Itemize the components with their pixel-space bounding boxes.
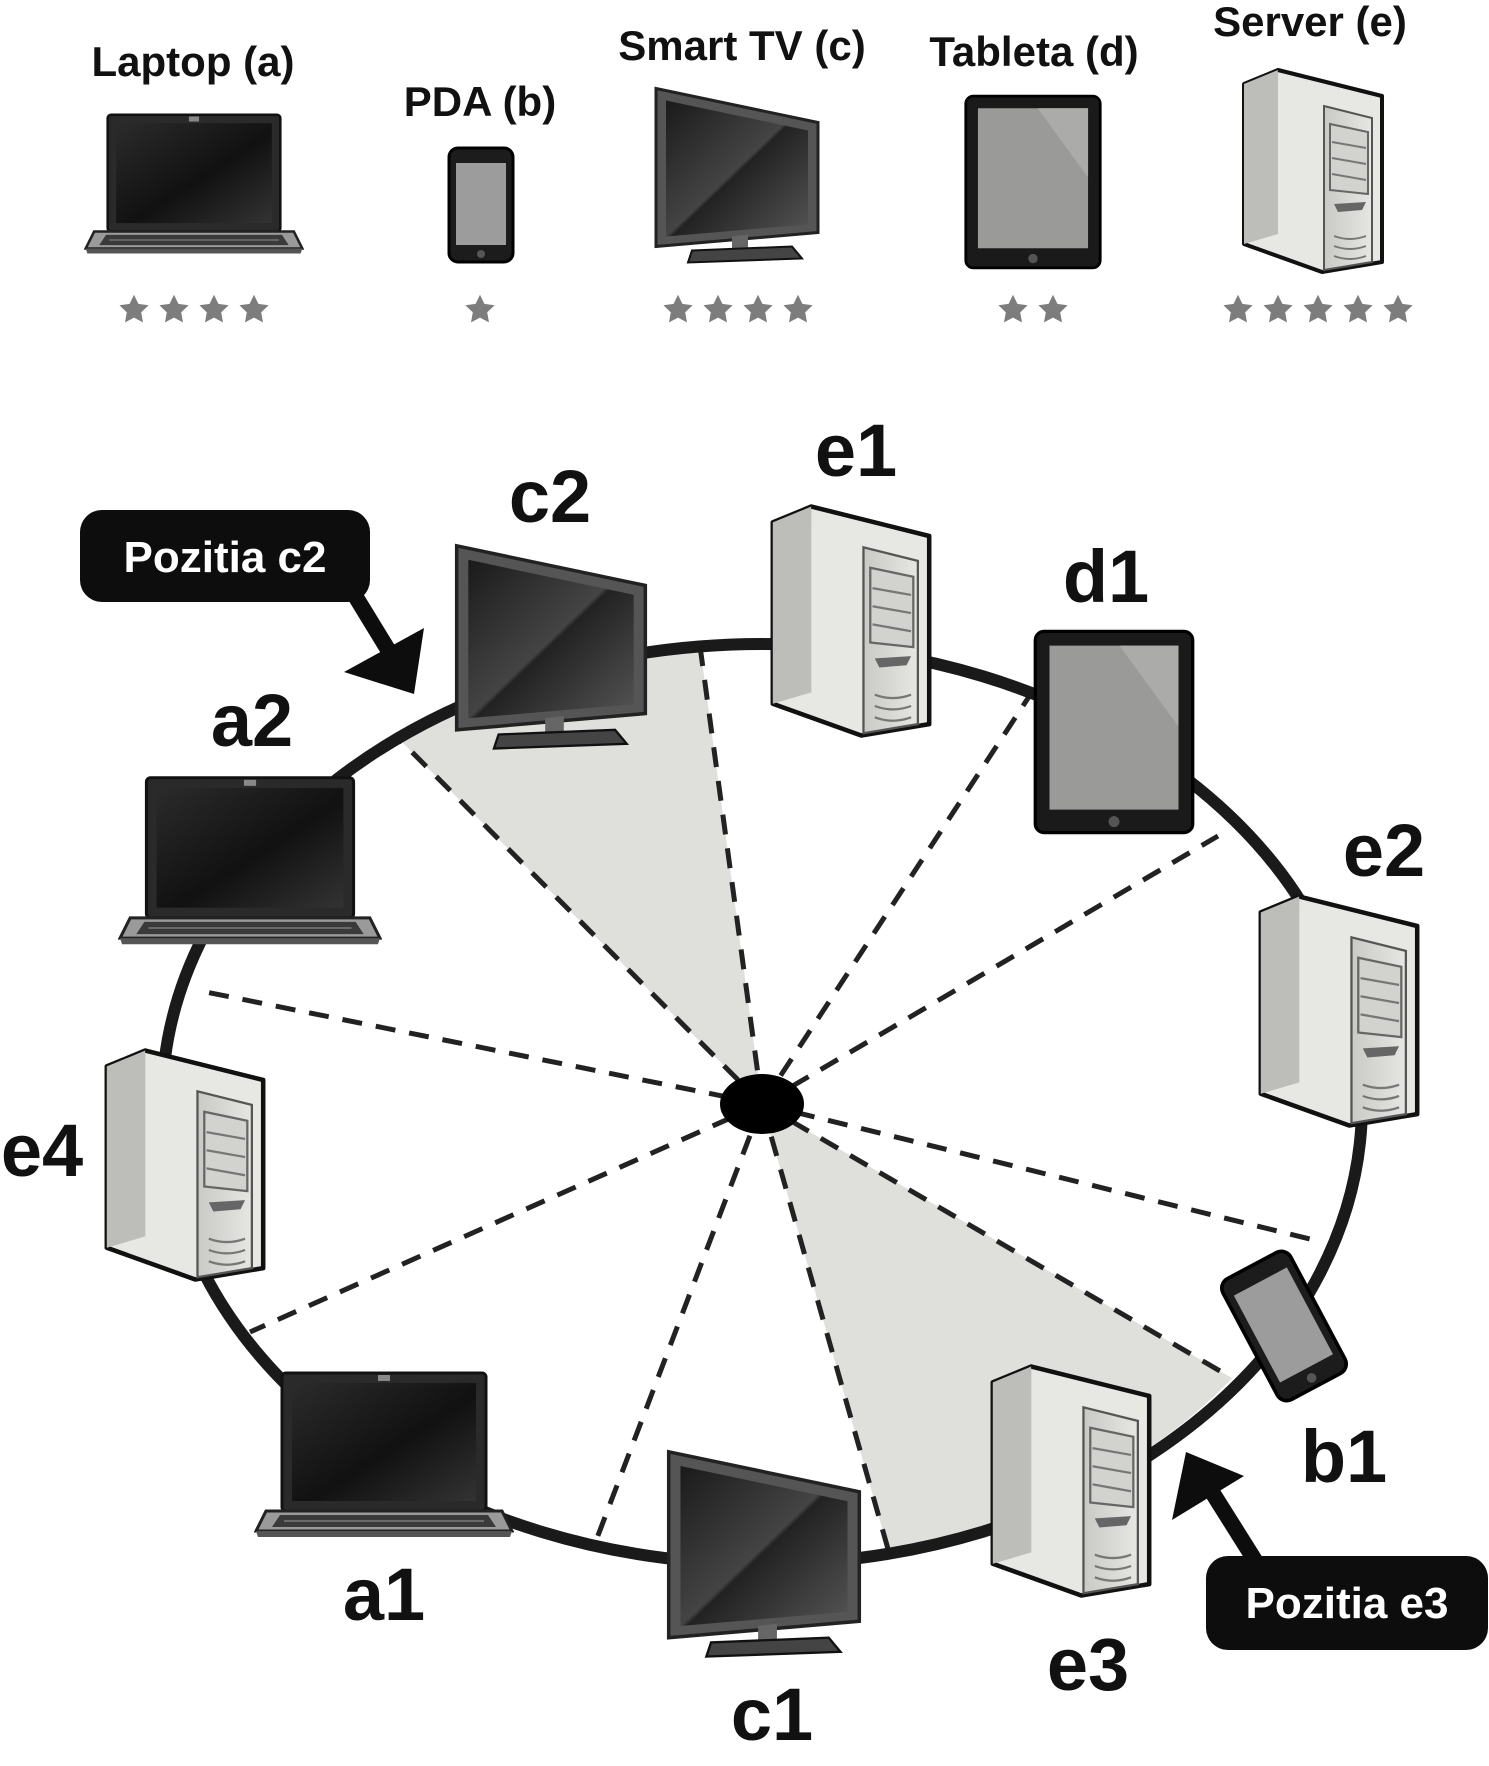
server-icon [107, 1051, 263, 1280]
legend-item-pda: PDA (b) [404, 78, 556, 323]
node-e3: e3 [993, 1367, 1149, 1706]
sector-c2 [396, 646, 762, 1104]
stars-pda [465, 294, 495, 323]
callout-c2: Pozitia c2 [80, 510, 424, 694]
node-label-e4: e4 [1, 1109, 83, 1192]
node-d1: d1 [1033, 535, 1195, 835]
star-icon [239, 294, 269, 323]
legend-item-server: Server (e) [1213, 0, 1413, 323]
stars-laptop [119, 294, 269, 323]
callout-e3-label: Pozitia e3 [1246, 1579, 1449, 1628]
node-e1: e1 [773, 409, 929, 735]
star-icon [1303, 294, 1333, 323]
arrow-c2-icon [344, 589, 424, 694]
legend-label-server: Server (e) [1213, 0, 1407, 45]
ring-hub [720, 1074, 804, 1134]
server-icon [1261, 897, 1417, 1126]
stars-server [1223, 294, 1413, 323]
star-icon [1383, 294, 1413, 323]
legend-label-laptop: Laptop (a) [92, 38, 295, 85]
legend-item-laptop: Laptop (a) [84, 38, 304, 323]
node-label-c2: c2 [509, 455, 591, 538]
node-a1: a1 [254, 1371, 514, 1636]
legend-label-pda: PDA (b) [404, 78, 556, 125]
callout-c2-label: Pozitia c2 [124, 533, 327, 582]
legend-label-tv: Smart TV (c) [618, 22, 865, 69]
node-b1: b1 [1216, 1245, 1387, 1498]
pda-icon [447, 146, 515, 264]
node-label-a1: a1 [343, 1553, 425, 1636]
node-e4: e4 [1, 1051, 263, 1280]
node-label-a2: a2 [211, 679, 293, 762]
laptop-icon [84, 113, 304, 255]
node-c1: c1 [666, 1450, 862, 1756]
tablet-icon [1033, 629, 1195, 835]
node-c2: c2 [454, 455, 648, 751]
callout-e3: Pozitia e3 [1172, 1452, 1488, 1650]
star-icon [119, 294, 149, 323]
legend: Laptop (a) PDA (b) Smart TV (c) [84, 0, 1413, 323]
star-icon [998, 294, 1028, 323]
server-icon [993, 1367, 1149, 1596]
node-label-e2: e2 [1343, 809, 1425, 892]
node-label-c1: c1 [731, 1673, 813, 1756]
star-icon [1263, 294, 1293, 323]
star-icon [663, 294, 693, 323]
tv-icon [666, 1450, 862, 1659]
server-icon [773, 507, 929, 736]
legend-item-tablet: Tableta (d) [929, 28, 1139, 323]
node-e2: e2 [1261, 809, 1425, 1125]
node-label-d1: d1 [1063, 535, 1149, 618]
server-icon [1242, 68, 1384, 274]
callout-c2-box [80, 510, 370, 602]
laptop-icon [118, 776, 382, 946]
node-label-e3: e3 [1047, 1623, 1129, 1706]
star-icon [1038, 294, 1068, 323]
star-icon [1223, 294, 1253, 323]
node-a2: a2 [118, 679, 382, 946]
ring-nodes: e1 d1 e2 b1 e3 c1 a1 [1, 409, 1425, 1756]
star-icon [743, 294, 773, 323]
arrow-e3-icon [1172, 1452, 1263, 1567]
tablet-icon [964, 94, 1102, 270]
stars-tv [663, 294, 813, 323]
legend-label-tablet: Tableta (d) [929, 28, 1138, 75]
node-label-b1: b1 [1301, 1415, 1387, 1498]
tv-icon [654, 86, 820, 265]
star-icon [159, 294, 189, 323]
star-icon [703, 294, 733, 323]
star-icon [199, 294, 229, 323]
callout-e3-box [1206, 1556, 1488, 1650]
stars-tablet [998, 294, 1068, 323]
star-icon [1343, 294, 1373, 323]
ring-radii [195, 645, 1323, 1557]
node-label-e1: e1 [815, 409, 897, 492]
star-icon [783, 294, 813, 323]
laptop-icon [254, 1371, 514, 1539]
legend-item-tv: Smart TV (c) [618, 22, 866, 323]
star-icon [465, 294, 495, 323]
